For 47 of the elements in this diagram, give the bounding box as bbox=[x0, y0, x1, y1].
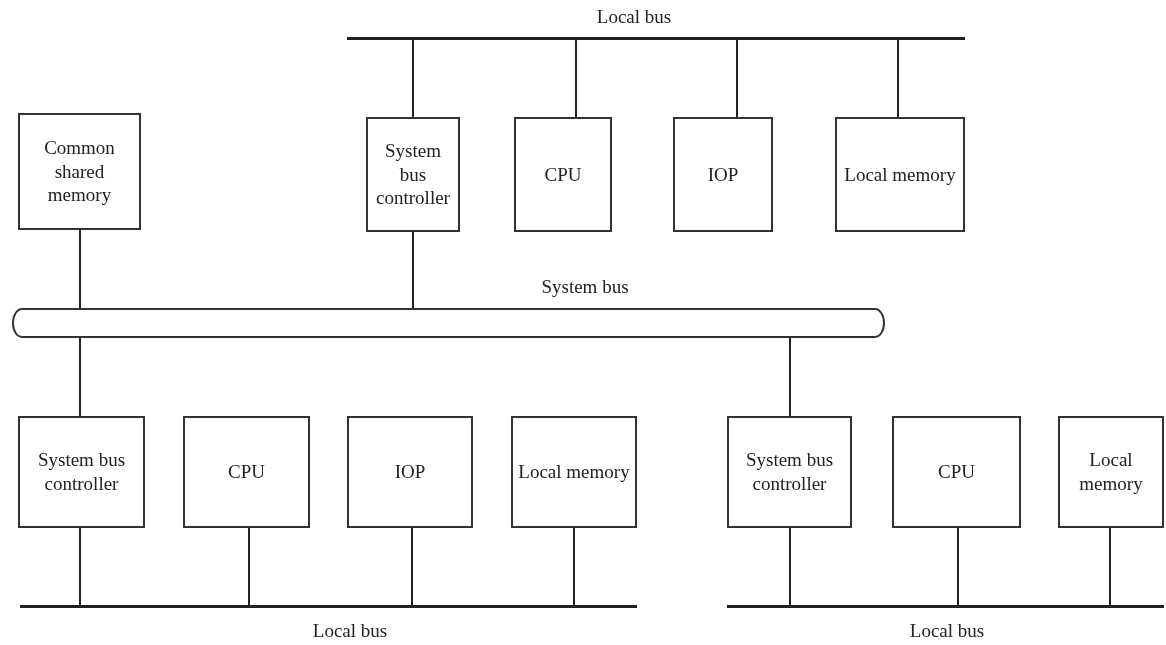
connector-line bbox=[412, 39, 414, 118]
bus-line bbox=[20, 605, 637, 608]
module-label: Common shared memory bbox=[43, 135, 116, 208]
connector-line bbox=[789, 337, 791, 417]
connector-line bbox=[248, 527, 250, 606]
module-box bbox=[511, 416, 637, 528]
module-label: CPU bbox=[938, 460, 975, 484]
connector-line bbox=[79, 337, 81, 417]
module-label: Local memory bbox=[844, 162, 956, 187]
bus-label: Local bus bbox=[909, 620, 985, 642]
module-box bbox=[1058, 416, 1164, 528]
connector-line bbox=[575, 39, 577, 118]
module-box bbox=[347, 416, 473, 528]
module-box bbox=[366, 117, 460, 232]
connector-line bbox=[789, 527, 791, 606]
module-box bbox=[892, 416, 1021, 528]
connector-line bbox=[736, 39, 738, 118]
module-box bbox=[835, 117, 965, 232]
module-label: IOP bbox=[394, 460, 426, 484]
connector-line bbox=[957, 527, 959, 606]
module-box bbox=[673, 117, 773, 232]
connector-line bbox=[79, 527, 81, 606]
module-box bbox=[727, 416, 852, 528]
module-box bbox=[183, 416, 310, 528]
connector-line bbox=[412, 231, 414, 309]
connector-line bbox=[79, 229, 81, 309]
connector-line bbox=[1109, 527, 1111, 606]
module-box bbox=[18, 113, 141, 230]
bus-line bbox=[727, 605, 1164, 608]
connector-line bbox=[573, 527, 575, 606]
module-label: CPU bbox=[228, 460, 265, 484]
module-label: System bus controller bbox=[744, 448, 835, 496]
connector-line bbox=[897, 39, 899, 118]
bus-line bbox=[347, 37, 965, 40]
module-box bbox=[18, 416, 145, 528]
module-label: System bus controller bbox=[36, 448, 127, 496]
module-label: Local memory bbox=[518, 460, 630, 484]
module-label: IOP bbox=[707, 162, 739, 187]
module-label: CPU bbox=[544, 162, 582, 187]
bus-band bbox=[12, 308, 885, 338]
module-box bbox=[514, 117, 612, 232]
bus-label: System bus bbox=[541, 276, 629, 298]
module-label: System bus controller bbox=[375, 138, 451, 211]
connector-line bbox=[411, 527, 413, 606]
bus-label: Local bus bbox=[312, 620, 388, 642]
module-label: Local memory bbox=[1078, 448, 1144, 496]
bus-label: Local bus bbox=[596, 6, 672, 28]
